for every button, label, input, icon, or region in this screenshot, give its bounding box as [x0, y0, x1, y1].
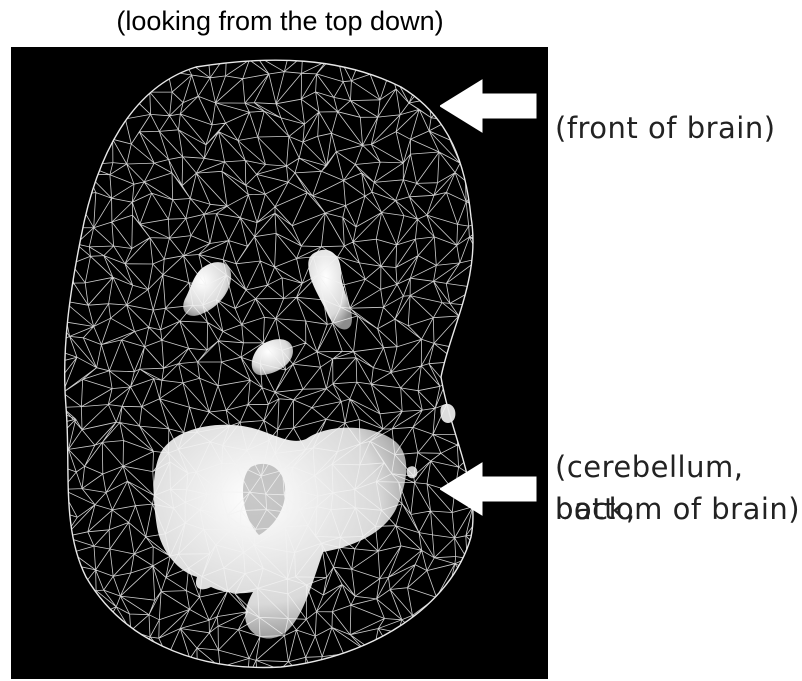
cerebellum-label-line2: bottom of brain) — [555, 488, 800, 530]
brain-mesh-svg — [11, 47, 548, 679]
front-arrow-icon — [440, 78, 540, 134]
front-of-brain-label: (front of brain) — [555, 107, 776, 149]
small-blob-lower — [407, 466, 418, 478]
brain-wireframe-render — [11, 47, 548, 679]
figure-caption: (looking from the top down) — [0, 6, 560, 37]
cerebellum-arrow-icon — [440, 461, 540, 517]
